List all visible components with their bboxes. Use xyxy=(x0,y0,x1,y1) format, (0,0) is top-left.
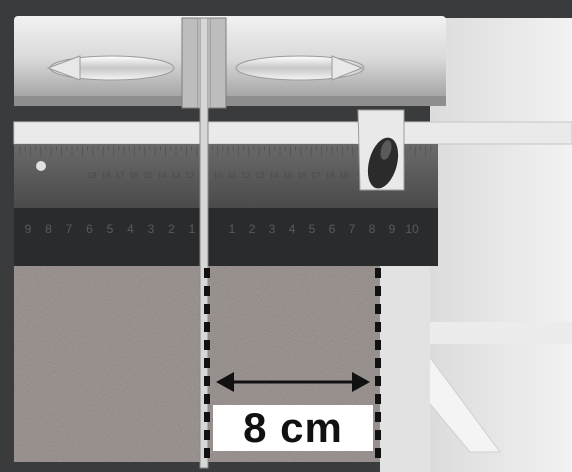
ruler-right-number: 2 xyxy=(249,222,256,236)
top-metal-shadow xyxy=(14,96,446,106)
ruler-right-number: 5 xyxy=(309,222,316,236)
ruler-right-number: 7 xyxy=(349,222,356,236)
ruler-upper-number: 13 xyxy=(172,171,181,180)
ruler-right-number: 8 xyxy=(369,222,376,236)
ruler-right-number: 10 xyxy=(405,222,419,236)
ruler-upper-number: 14 xyxy=(158,171,167,180)
measurement-arrow-left-head xyxy=(216,372,234,392)
ruler-upper-number: 15 xyxy=(284,171,293,180)
top-metal-housing xyxy=(14,16,446,102)
measurement-label: 8 cm xyxy=(243,404,343,451)
measurement-arrow-right-head xyxy=(352,372,370,392)
right-blade-tip xyxy=(331,55,364,81)
vertical-blade xyxy=(199,17,209,469)
ruler-left-number: 8 xyxy=(45,222,52,236)
ruler-left-number: 5 xyxy=(107,222,114,236)
left-blade-tip xyxy=(46,55,81,81)
ruler-left-number: 7 xyxy=(66,222,73,236)
ruler-upper-number: 12 xyxy=(186,171,195,180)
ruler-upper-number: 15 xyxy=(144,171,153,180)
ruler-left-number: 6 xyxy=(86,222,93,236)
ruler-upper-number: 11 xyxy=(228,171,237,180)
ruler-upper-number: 18 xyxy=(326,171,335,180)
ruler-right-number: 3 xyxy=(269,222,276,236)
ruler-upper-number: 14 xyxy=(270,171,279,180)
ruler-band-lower xyxy=(14,208,438,266)
clamp-knob-highlight xyxy=(380,140,392,160)
ruler-right-number: 1 xyxy=(229,222,236,236)
ruler-upper-number: 10 xyxy=(214,171,223,180)
ruler-right-number: 4 xyxy=(289,222,296,236)
ruler-left-number: 2 xyxy=(168,222,175,236)
ruler-left-number: 9 xyxy=(25,222,32,236)
ruler-left-number: 3 xyxy=(148,222,155,236)
ruler-left-number: 1 xyxy=(189,222,196,236)
ruler-upper-number: 16 xyxy=(130,171,139,180)
ruler-left-number: 4 xyxy=(127,222,134,236)
ruler-upper-number: 17 xyxy=(116,171,125,180)
measurement-label-box: 8 cm xyxy=(213,405,373,451)
ruler-upper-number: 19 xyxy=(340,171,349,180)
horizontal-rail xyxy=(13,121,572,145)
ruler-upper-number: 17 xyxy=(312,171,321,180)
ruler-upper-number: 19 xyxy=(88,171,97,180)
ruler-upper-number: 16 xyxy=(298,171,307,180)
ruler-right-number: 6 xyxy=(329,222,336,236)
ruler-upper-number: 12 xyxy=(242,171,251,180)
ruler-right-number: 9 xyxy=(389,222,396,236)
appliance-edge xyxy=(380,262,430,472)
ruler-hole xyxy=(36,161,46,171)
ruler-upper-number: 13 xyxy=(256,171,265,180)
ruler-upper-number: 18 xyxy=(102,171,111,180)
